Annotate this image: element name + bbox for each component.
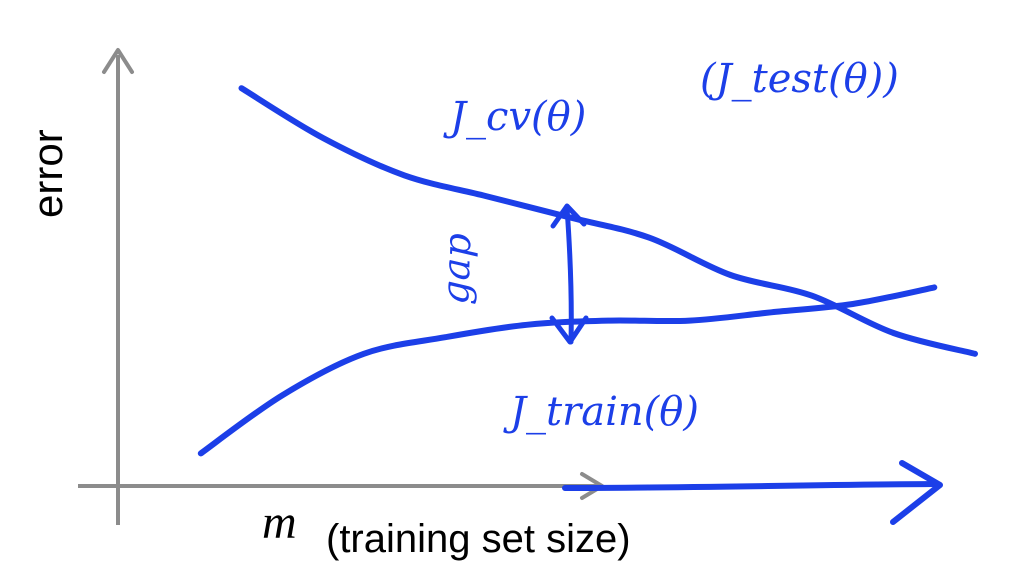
axes xyxy=(78,48,604,525)
y-axis-label: error xyxy=(24,129,71,218)
y-axis-arrowhead xyxy=(102,48,134,74)
cv-error-label: J_cv(θ) xyxy=(443,94,586,140)
gap-double-arrow xyxy=(549,203,589,345)
gap-label: gap xyxy=(433,233,479,306)
series-layer xyxy=(197,85,978,457)
test-error-label: (J_test(θ)) xyxy=(700,56,899,102)
x-axis-label-description: (training set size) xyxy=(326,517,631,561)
train-error-label: J_train(θ) xyxy=(503,389,699,435)
train-error-curve xyxy=(197,284,938,457)
x-axis-label-variable: m xyxy=(262,496,297,549)
cv-error-curve xyxy=(238,85,978,357)
handdrawn-x-extension xyxy=(562,460,943,525)
